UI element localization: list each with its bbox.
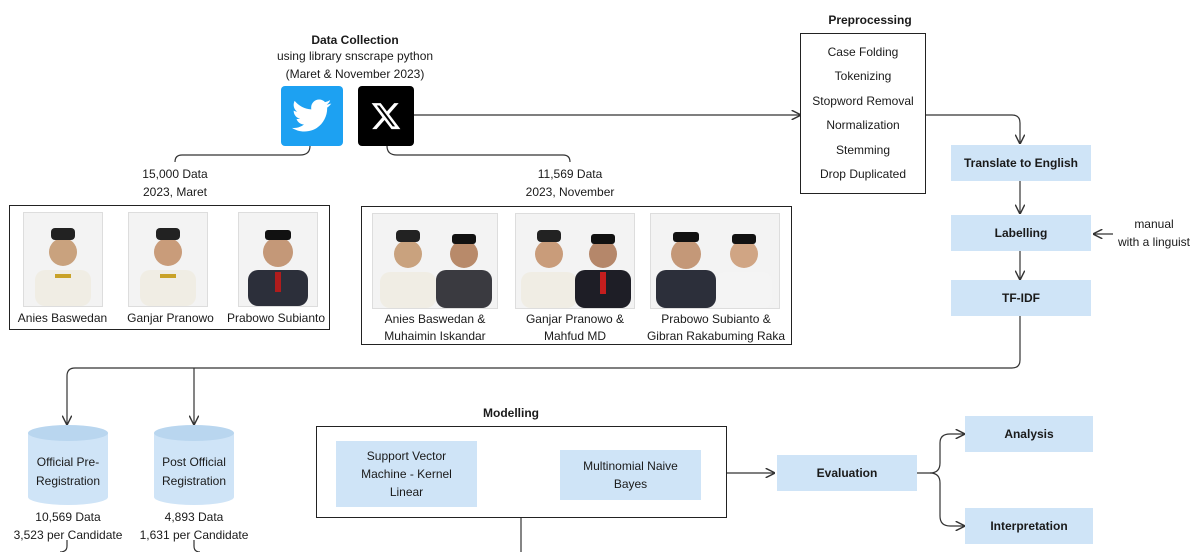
caption-ganjar-line2: Mahfud MD <box>543 329 607 343</box>
nb-line1: Multinomial Naive <box>583 459 678 473</box>
photo-anies <box>23 212 103 307</box>
twitter-bird-icon <box>281 86 343 146</box>
dataset-pre-registration: Official Pre- Registration <box>28 425 108 505</box>
caption-prabowo: Prabowo Subianto <box>226 311 326 325</box>
maret-period: 2023, Maret <box>142 185 208 199</box>
step-normalization: Normalization <box>826 118 900 132</box>
photo-ganjar <box>128 212 208 307</box>
svm-line1: Support Vector <box>366 449 447 463</box>
caption-anies-line2: Muhaimin Iskandar <box>384 329 486 343</box>
svm-line2: Machine - Kernel <box>361 467 452 481</box>
dataset-pre-name-2: Registration <box>35 474 101 488</box>
line-eval-to-interpretation <box>929 472 964 526</box>
caption-ganjar-line1: Ganjar Pranowo & <box>525 312 625 326</box>
candidates-november-panel: Anies Baswedan & Muhaimin Iskandar Ganja… <box>361 206 792 345</box>
photo-prabowo-gibran <box>650 213 780 309</box>
data-collection-period: (Maret & November 2023) <box>285 67 425 81</box>
photo-prabowo <box>238 212 318 307</box>
database-icon <box>28 425 108 505</box>
step-case-folding: Case Folding <box>827 45 899 59</box>
data-collection-subtitle: using library snscrape python <box>276 49 434 63</box>
dataset-post-name-2: Registration <box>161 474 227 488</box>
labelling-note-line2: with a linguist <box>1117 235 1191 249</box>
step-drop-duplicated: Drop Duplicated <box>819 167 907 181</box>
brace-november <box>386 145 571 163</box>
november-period: 2023, November <box>525 185 615 199</box>
svm-box: Support Vector Machine - Kernel Linear <box>336 441 477 507</box>
labelling-box: Labelling <box>951 215 1091 251</box>
maret-count: 15,000 Data <box>142 167 208 181</box>
caption-ganjar: Ganjar Pranowo <box>127 311 214 325</box>
naive-bayes-box: Multinomial Naive Bayes <box>560 450 701 500</box>
x-logo-icon <box>358 86 414 146</box>
tfidf-box: TF-IDF <box>951 280 1091 316</box>
november-count: 11,569 Data <box>537 167 603 181</box>
brace-maret <box>174 145 311 163</box>
line-pre-to-translate <box>926 114 1020 143</box>
dataset-post-registration: Post Official Registration <box>154 425 234 505</box>
candidates-maret-panel: Anies Baswedan Ganjar Pranowo Prabowo Su… <box>9 205 330 330</box>
step-stemming: Stemming <box>835 143 891 157</box>
dataset-pre-count: 10,569 Data <box>35 510 101 524</box>
caption-anies-line1: Anies Baswedan & <box>384 312 486 326</box>
dataset-post-name-1: Post Official <box>162 455 226 469</box>
caption-prabowo-line2: Gibran Rakabuming Raka <box>646 329 786 343</box>
database-icon <box>154 425 234 505</box>
step-tokenizing: Tokenizing <box>834 69 892 83</box>
dataset-post-count: 4,893 Data <box>164 510 224 524</box>
analysis-box: Analysis <box>965 416 1093 452</box>
caption-anies: Anies Baswedan <box>17 311 108 325</box>
preprocessing-box: Case Folding Tokenizing Stopword Removal… <box>800 33 926 194</box>
data-collection-title: Data Collection <box>311 33 399 47</box>
modelling-title: Modelling <box>483 406 539 420</box>
evaluation-box: Evaluation <box>777 455 917 491</box>
dataset-pre-per: 3,523 per Candidate <box>13 528 123 542</box>
interpretation-box: Interpretation <box>965 508 1093 544</box>
dataset-post-per: 1,631 per Candidate <box>139 528 249 542</box>
photo-ganjar-mahfud <box>515 213 635 309</box>
translate-box: Translate to English <box>951 145 1091 181</box>
photo-anies-muhaimin <box>372 213 498 309</box>
dataset-pre-name-1: Official Pre- <box>36 455 100 469</box>
nb-line2: Bayes <box>613 477 648 491</box>
caption-prabowo-line1: Prabowo Subianto & <box>661 312 771 326</box>
line-eval-to-analysis <box>917 434 964 474</box>
preprocessing-title: Preprocessing <box>828 13 912 27</box>
labelling-note-line1: manual <box>1134 217 1174 231</box>
line-tfidf-to-datasets <box>67 316 1021 424</box>
svm-line3: Linear <box>389 485 424 499</box>
step-stopword-removal: Stopword Removal <box>812 94 914 108</box>
